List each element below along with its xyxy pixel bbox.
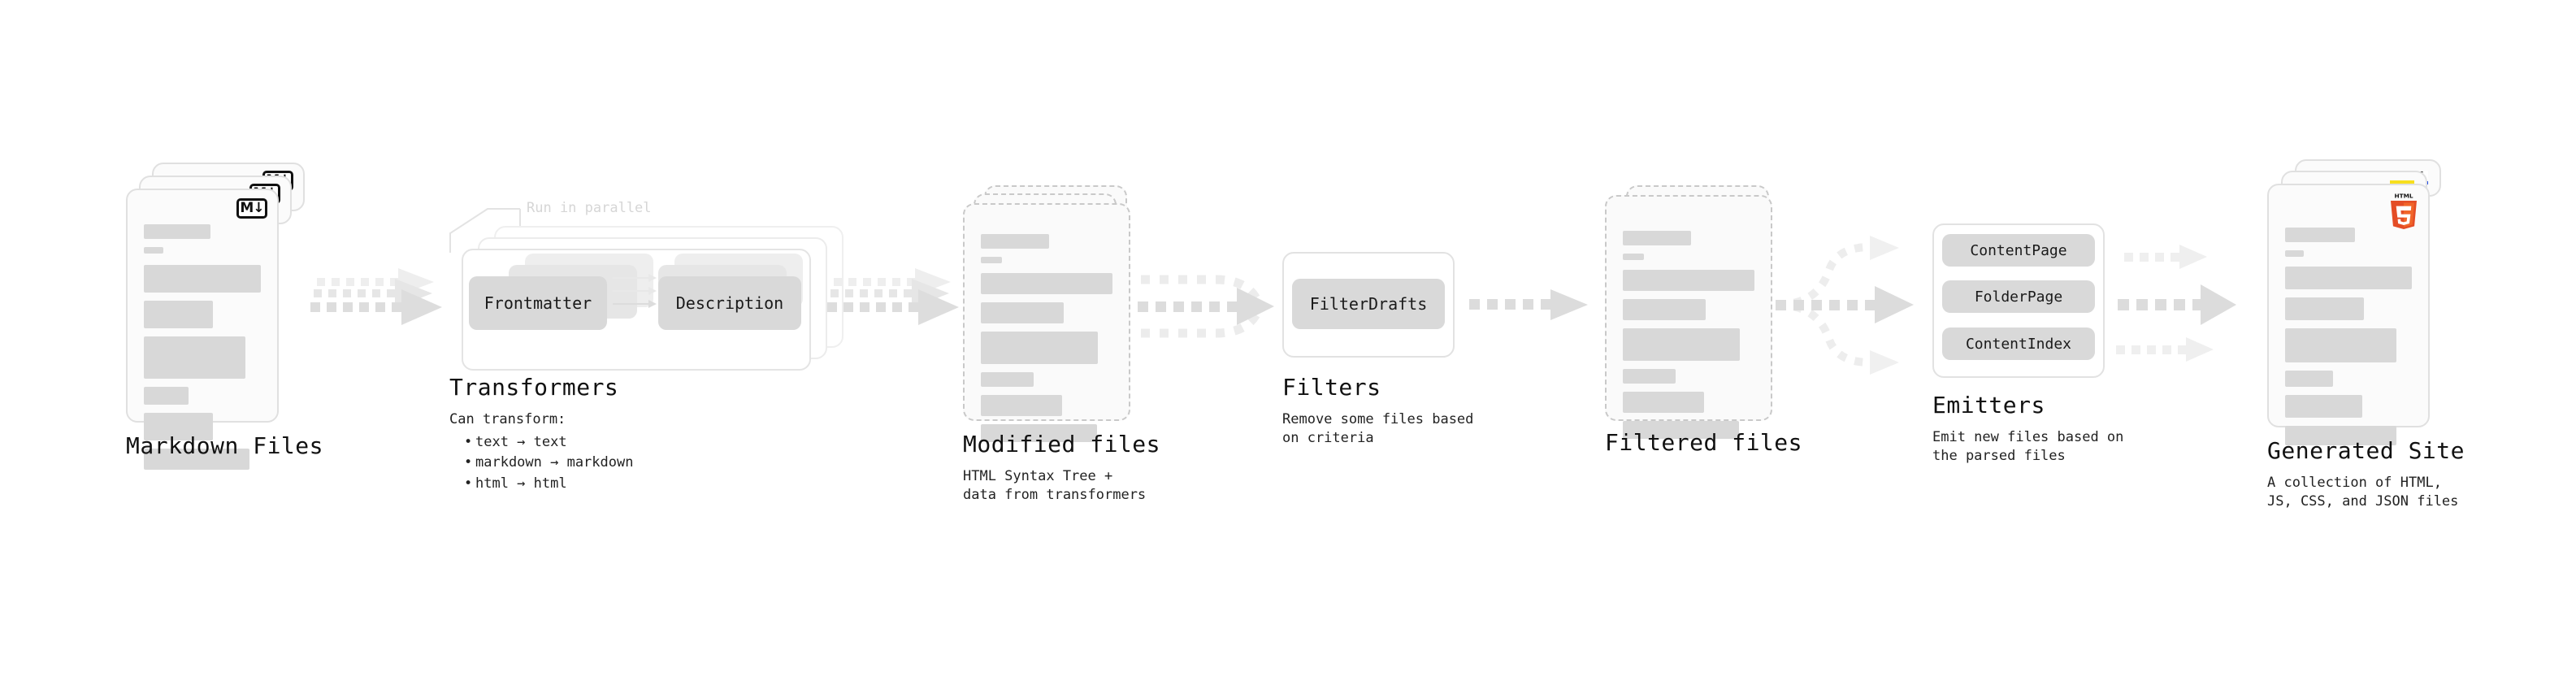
transformers-caption: Transformers Can transform: text → text … — [449, 374, 633, 494]
modified-files-stack — [963, 185, 1142, 442]
doc-line — [1623, 231, 1692, 245]
stage-title: Filtered files — [1605, 429, 1803, 456]
doc-content-lines — [1623, 231, 1754, 447]
doc-line — [981, 424, 1097, 442]
stage-subtitle: HTML Syntax Tree + data from transformer… — [963, 467, 1160, 505]
doc-line — [1623, 421, 1739, 439]
stage-title: Transformers — [449, 374, 619, 401]
filtered-files-caption: Filtered files — [1605, 429, 1802, 456]
doc-line — [2285, 250, 2305, 257]
subtitle-line: on criteria — [1282, 429, 1374, 446]
stage-subtitle: Can transform: text → text markdown → ma… — [449, 410, 633, 494]
doc-line — [144, 224, 211, 239]
arrow-modified-to-filters-merge — [1138, 275, 1274, 338]
doc-line — [144, 265, 261, 293]
doc-content-lines — [981, 234, 1112, 450]
doc-content-lines — [144, 224, 261, 478]
doc-line — [144, 301, 213, 328]
subtitle-line: Emit new files based on — [1932, 429, 2124, 445]
doc-line — [144, 336, 246, 379]
markdown-badge: M↓ — [236, 198, 267, 219]
doc-line — [1623, 270, 1754, 291]
doc-line — [1623, 299, 1706, 320]
stage-subtitle: Emit new files based on the parsed files — [1932, 428, 2123, 466]
doc-line — [2285, 267, 2412, 289]
chip-folderpage[interactable]: FolderPage — [1942, 280, 2095, 313]
subtitle-line: A collection of HTML, — [2267, 475, 2442, 491]
stage-title: Emitters — [1932, 392, 2045, 419]
subtitle-line: JS, CSS, and JSON files — [2267, 492, 2459, 510]
stage-title: Markdown Files — [126, 432, 324, 459]
arrow-filtered-to-emitters-split — [1776, 236, 1914, 375]
doc-line — [981, 332, 1099, 364]
doc-content-lines — [2285, 228, 2412, 453]
stage-subtitle: Remove some files based on criteria — [1282, 410, 1473, 448]
doc-line — [2285, 297, 2364, 320]
doc-line — [981, 234, 1050, 249]
bullet-item: text → text — [464, 432, 633, 453]
doc-line — [2285, 228, 2355, 242]
doc-line — [981, 273, 1112, 294]
bullet-item: markdown → markdown — [464, 453, 633, 474]
chip-contentindex[interactable]: ContentIndex — [1942, 327, 2095, 360]
doc-line — [2285, 426, 2397, 445]
doc-line — [144, 413, 213, 440]
markdown-sheet-front: M↓ — [126, 189, 279, 470]
site-sheet-html: HTML — [2267, 184, 2430, 445]
modified-sheet-front — [963, 203, 1130, 442]
filters-caption: Filters Remove some files based on crite… — [1282, 374, 1473, 448]
doc-line — [981, 395, 1063, 416]
arrow-emitters-to-site — [2116, 245, 2236, 362]
doc-line — [2285, 328, 2397, 362]
chip-contentpage[interactable]: ContentPage — [1942, 234, 2095, 267]
filtered-sheet-front — [1605, 195, 1772, 439]
doc-line — [1623, 392, 1705, 413]
subtitle-line: the parsed files — [1932, 447, 2066, 464]
doc-line — [144, 247, 164, 254]
svg-text:HTML: HTML — [2394, 193, 2413, 200]
chip-description[interactable]: Description — [658, 276, 801, 330]
emitters-caption: Emitters Emit new files based on the par… — [1932, 392, 2123, 466]
doc-line — [981, 372, 1034, 387]
doc-line — [2285, 395, 2363, 418]
generated-site-caption: Generated Site A collection of HTML, JS,… — [2267, 437, 2465, 511]
modified-files-caption: Modified files HTML Syntax Tree + data f… — [963, 431, 1160, 505]
doc-line — [1623, 328, 1741, 361]
arrow-filters-to-filtered — [1469, 289, 1588, 320]
filtered-files-stack — [1605, 185, 1784, 439]
bullet-item: html → html — [464, 474, 633, 495]
stage-subtitle: A collection of HTML, JS, CSS, and JSON … — [2267, 474, 2465, 511]
doc-line — [2285, 371, 2334, 387]
stage-title: Filters — [1282, 374, 1381, 401]
subtitle-line: data from transformers — [963, 486, 1147, 503]
markdown-files-stack: M↓ M↓ M↓ — [126, 163, 305, 470]
arrow-transformers-to-modified — [827, 268, 959, 325]
doc-line — [981, 257, 1002, 263]
arrow-markdown-to-transformers — [310, 268, 442, 325]
markdown-files-caption: Markdown Files — [126, 432, 323, 459]
generated-site-stack: CSS HTML — [2267, 159, 2454, 445]
transformer-internal-arrows — [613, 274, 657, 308]
subtitle-line: HTML Syntax Tree + — [963, 468, 1113, 484]
doc-line — [1623, 254, 1644, 260]
doc-line — [144, 387, 189, 405]
transformers-sub-lead: Can transform: — [449, 411, 566, 427]
doc-line — [981, 302, 1065, 323]
stage-title: Generated Site — [2267, 437, 2465, 464]
stage-title: Modified files — [963, 431, 1161, 458]
run-in-parallel-label: Run in parallel — [527, 200, 652, 216]
html5-badge-icon: HTML — [2391, 193, 2417, 229]
transformers-bullets: text → text markdown → markdown html → h… — [449, 432, 633, 495]
doc-line — [144, 449, 249, 470]
chip-filterdrafts[interactable]: FilterDrafts — [1292, 279, 1445, 329]
chip-frontmatter[interactable]: Frontmatter — [469, 276, 607, 330]
doc-line — [1623, 369, 1676, 384]
subtitle-line: Remove some files based — [1282, 411, 1474, 427]
